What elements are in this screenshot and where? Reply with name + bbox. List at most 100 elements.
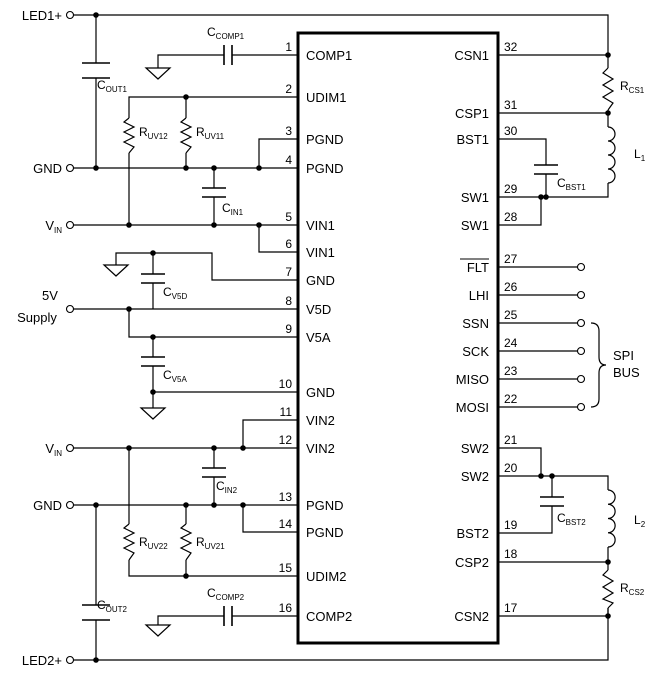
pin-name: GND [306, 273, 335, 288]
led2-label: LED2+ [22, 653, 62, 668]
junction-dots [93, 12, 611, 663]
rcs1-label: RCS1 [620, 79, 645, 95]
pin-number: 9 [285, 322, 292, 336]
pin-number: 24 [504, 336, 518, 350]
pin-name: VIN2 [306, 441, 335, 456]
ruv11-label: RUV11 [196, 125, 225, 141]
pin-name: PGND [306, 525, 344, 540]
mosi-terminal [576, 402, 586, 412]
led2-terminal [65, 655, 75, 665]
pin-number: 16 [279, 601, 293, 615]
pin-number: 13 [279, 490, 293, 504]
pin-number: 30 [504, 124, 518, 138]
pin-name: SW1 [461, 190, 489, 205]
spi-label-line2: BUS [613, 365, 640, 380]
pin-name: PGND [306, 132, 344, 147]
pin-name: PGND [306, 161, 344, 176]
lhi-terminal [576, 290, 586, 300]
cin1-label: CIN1 [222, 201, 244, 217]
pin-number: 23 [504, 364, 518, 378]
l1-label: L1 [634, 147, 646, 163]
pin-name: UDIM1 [306, 90, 346, 105]
pin-name: SSN [462, 316, 489, 331]
pin-number: 3 [285, 124, 292, 138]
pin-number: 21 [504, 433, 518, 447]
pin-name: COMP2 [306, 609, 352, 624]
pin-number: 26 [504, 280, 518, 294]
pin-name: FLT [467, 260, 489, 275]
gnd-top-terminal [65, 163, 75, 173]
ground-icon [102, 264, 130, 277]
pin-name: PGND [306, 498, 344, 513]
ground-icon [144, 67, 172, 80]
l2-label: L2 [634, 513, 646, 529]
ruv21-label: RUV21 [196, 535, 225, 551]
led1-label: LED1+ [22, 8, 62, 23]
terminals [65, 10, 586, 665]
pin-number: 17 [504, 601, 518, 615]
sck-terminal [576, 346, 586, 356]
cout1-label: COUT1 [97, 78, 128, 94]
cout2-label: COUT2 [97, 598, 128, 614]
pin-name: VIN2 [306, 413, 335, 428]
flt-terminal [576, 262, 586, 272]
pin-name: MOSI [456, 400, 489, 415]
ic-body [296, 31, 500, 645]
pin-number: 29 [504, 182, 518, 196]
gnd-top-label: GND [33, 161, 62, 176]
spi-brace [590, 322, 607, 408]
pin-number: 4 [285, 153, 292, 167]
ground-icon [144, 624, 172, 637]
ground-icon [139, 407, 167, 420]
miso-terminal [576, 374, 586, 384]
vin-bottom-label: VIN [45, 441, 62, 458]
pin-number: 2 [285, 82, 292, 96]
led1-terminal [65, 10, 75, 20]
gnd-bottom-terminal [65, 500, 75, 510]
pin-number: 14 [279, 517, 293, 531]
ssn-terminal [576, 318, 586, 328]
pin-name: V5D [306, 302, 331, 317]
pin-name: SCK [462, 344, 489, 359]
pin-number: 6 [285, 237, 292, 251]
pin-name: VIN1 [306, 218, 335, 233]
pin-name: SW2 [461, 441, 489, 456]
ground-symbols [102, 67, 172, 637]
pin-name: BST1 [456, 132, 489, 147]
pin-number: 19 [504, 518, 518, 532]
inductors [607, 126, 616, 548]
pin-number: 27 [504, 252, 518, 266]
pin-name: COMP1 [306, 48, 352, 63]
ic-pins: 1COMP12UDIM13PGND4PGND5VIN16VIN17GND8V5D… [279, 40, 518, 624]
pin-number: 15 [279, 561, 293, 575]
ruv22-label: RUV22 [139, 535, 168, 551]
pin-number: 25 [504, 308, 518, 322]
spi-label-line1: SPI [613, 348, 634, 363]
pin-number: 7 [285, 265, 292, 279]
pin-name: MISO [456, 372, 489, 387]
pin-number: 20 [504, 461, 518, 475]
supply-label-line1: 5V [42, 288, 58, 303]
vin-top-terminal [65, 220, 75, 230]
ccomp2-label: CCOMP2 [207, 586, 245, 602]
pin-name: SW1 [461, 218, 489, 233]
cbst1-label: CBST1 [557, 176, 586, 192]
pin-name: UDIM2 [306, 569, 346, 584]
pin-number: 12 [279, 433, 293, 447]
pin-name: SW2 [461, 469, 489, 484]
gnd-bottom-label: GND [33, 498, 62, 513]
pin-name: V5A [306, 330, 331, 345]
cv5a-label: CV5A [163, 368, 187, 384]
ruv12-label: RUV12 [139, 125, 168, 141]
pin-name: CSN2 [454, 609, 489, 624]
pin-number: 10 [279, 377, 293, 391]
5v-supply-terminal [65, 304, 75, 314]
pin-name: CSP1 [455, 106, 489, 121]
pin-number: 11 [280, 405, 293, 419]
supply-label-line2: Supply [17, 310, 57, 325]
pin-name: CSN1 [454, 48, 489, 63]
pin-number: 28 [504, 210, 518, 224]
pin-number: 18 [504, 547, 518, 561]
capacitors [82, 45, 564, 626]
